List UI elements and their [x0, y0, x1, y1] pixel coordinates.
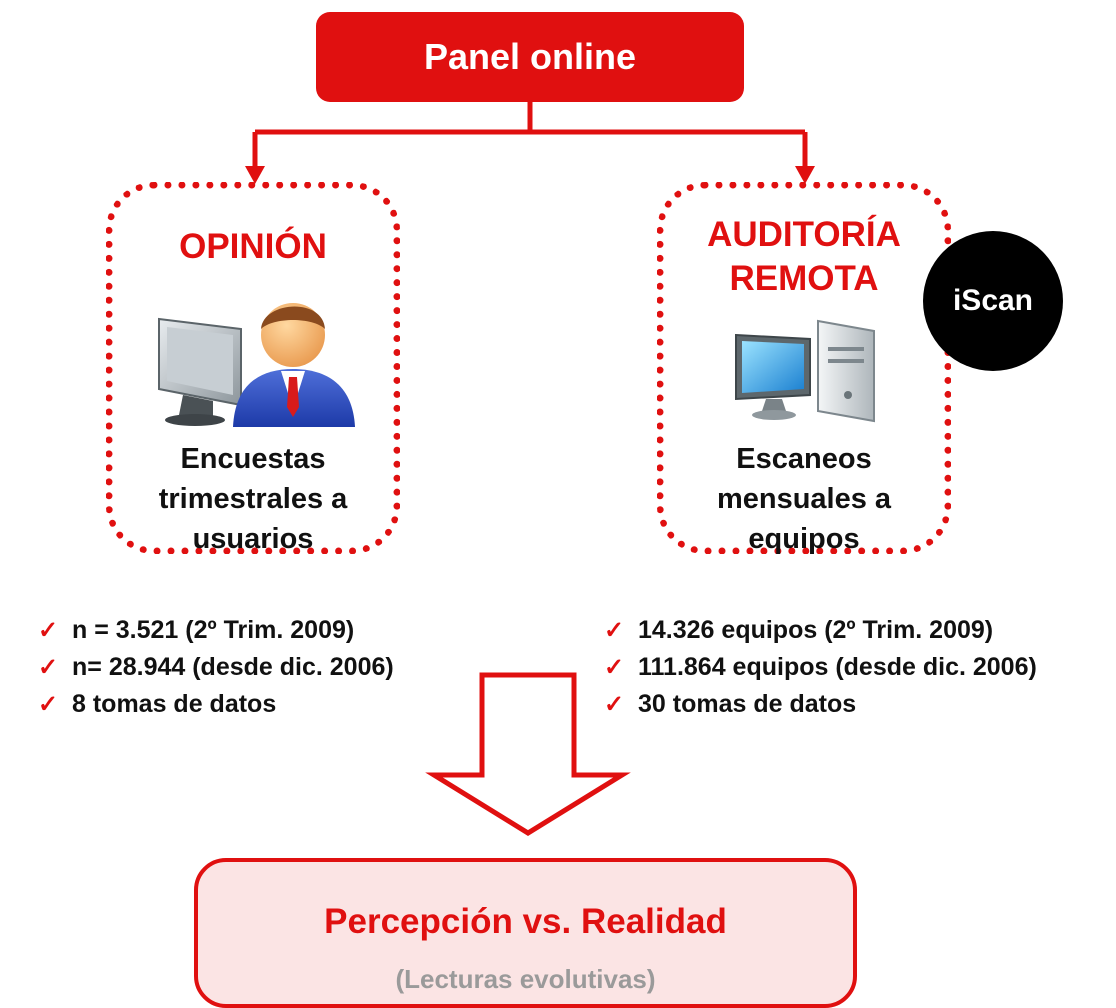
list-item: ✓ 14.326 equipos (2º Trim. 2009): [604, 616, 994, 644]
auditoria-title-line: REMOTA: [729, 259, 879, 298]
panel-online-box: Panel online: [316, 12, 744, 102]
result-box: Percepción vs. Realidad (Lecturas evolut…: [194, 858, 857, 1008]
left-arrowhead: [245, 166, 265, 184]
auditoria-title: AUDITORÍA REMOTA: [664, 213, 944, 301]
auditoria-description: Escaneos mensuales a equipos: [664, 439, 944, 559]
auditoria-desc-line: Escaneos: [736, 443, 872, 475]
auditoria-box: AUDITORÍA REMOTA Escaneos mensuales a eq…: [657, 182, 951, 555]
opinion-desc-line: usuarios: [192, 523, 314, 555]
list-item: ✓ 111.864 equipos (desde dic. 2006): [604, 653, 1037, 681]
auditoria-desc-line: mensuales a: [716, 483, 892, 515]
iscan-label: iScan: [952, 284, 1034, 317]
result-subtitle: (Lecturas evolutivas): [395, 964, 656, 994]
list-item: ✓ n = 3.521 (2º Trim. 2009): [38, 616, 355, 644]
panel-online-label: Panel online: [423, 36, 637, 77]
auditoria-desc-line: equipos: [748, 523, 860, 555]
result-title: Percepción vs. Realidad: [324, 902, 727, 941]
checkmark-icon: ✓: [604, 654, 625, 681]
opinion-box: OPINIÓN Encuestas trimestrales a usuario…: [106, 182, 400, 555]
checkmark-icon: ✓: [38, 617, 59, 644]
opinion-stats-list: ✓ n = 3.521 (2º Trim. 2009) ✓ n= 28.944 …: [38, 612, 394, 723]
auditoria-stats-list: ✓ 14.326 equipos (2º Trim. 2009) ✓ 111.8…: [604, 612, 1037, 723]
opinion-desc-line: trimestrales a: [158, 483, 348, 515]
checkmark-icon: ✓: [38, 691, 59, 718]
checkmark-icon: ✓: [604, 691, 625, 718]
right-arrowhead: [795, 166, 815, 184]
list-item: ✓ n= 28.944 (desde dic. 2006): [38, 653, 394, 681]
checkmark-icon: ✓: [604, 617, 625, 644]
opinion-description: Encuestas trimestrales a usuarios: [113, 439, 393, 559]
checkmark-icon: ✓: [38, 654, 59, 681]
user-at-computer-icon: [158, 303, 355, 427]
iscan-badge: iScan: [923, 231, 1063, 371]
desktop-computer-icon: [735, 319, 875, 423]
list-item: ✓ 8 tomas de datos: [38, 690, 277, 718]
opinion-title: OPINIÓN: [179, 227, 327, 266]
list-item: ✓ 30 tomas de datos: [604, 690, 857, 718]
big-down-arrow: [425, 672, 631, 836]
opinion-desc-line: Encuestas: [180, 443, 326, 475]
auditoria-title-line: AUDITORÍA: [707, 215, 901, 254]
